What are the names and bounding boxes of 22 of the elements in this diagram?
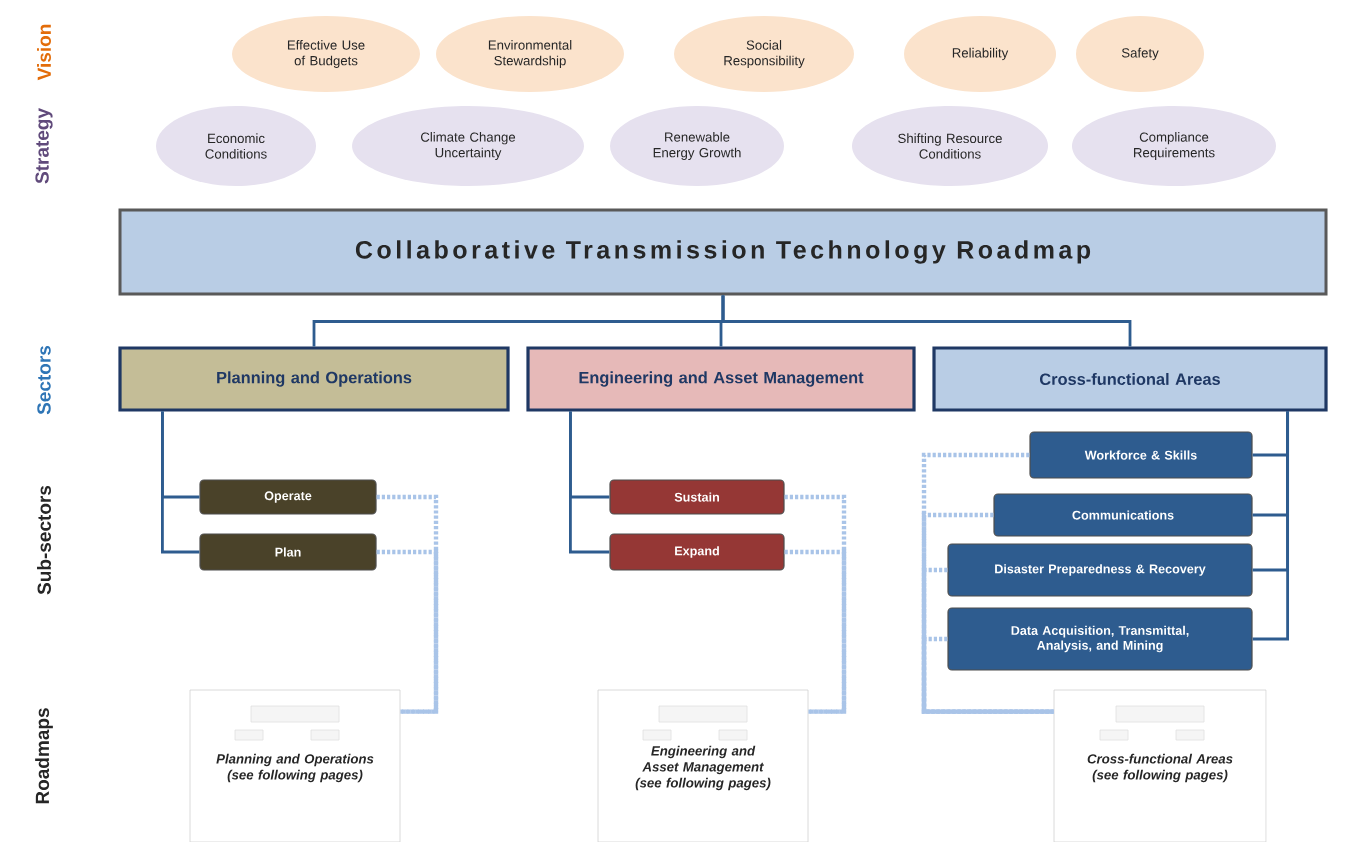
row-label: Sectors <box>37 345 51 415</box>
dotted-connector <box>784 494 847 714</box>
row-label: Strategy <box>35 108 53 184</box>
roadmap-thumbnail <box>189 689 401 842</box>
dotted-connector <box>921 636 1054 714</box>
roadmap-thumbnail <box>597 689 809 842</box>
connector-line <box>569 411 610 554</box>
row-label: Roadmaps <box>35 708 53 804</box>
roadmap-thumbnail <box>1053 689 1267 842</box>
dotted-connector <box>921 567 1054 714</box>
sector-box: Cross-functional Areas <box>932 346 1328 412</box>
sector-box: Planning and Operations <box>118 346 510 412</box>
connector-line <box>721 295 1132 347</box>
dotted-connector <box>376 549 439 714</box>
dotted-connector <box>784 549 847 714</box>
connector-line <box>161 411 200 554</box>
row-label: Vision <box>37 24 51 81</box>
dotted-connector <box>376 494 439 714</box>
title-box: Collaborative Transmission Technology Roadmap <box>118 208 1328 296</box>
row-label: Sub-sectors <box>37 485 51 595</box>
connector-line <box>1252 411 1289 641</box>
sector-box: Engineering and Asset Management <box>526 346 916 412</box>
